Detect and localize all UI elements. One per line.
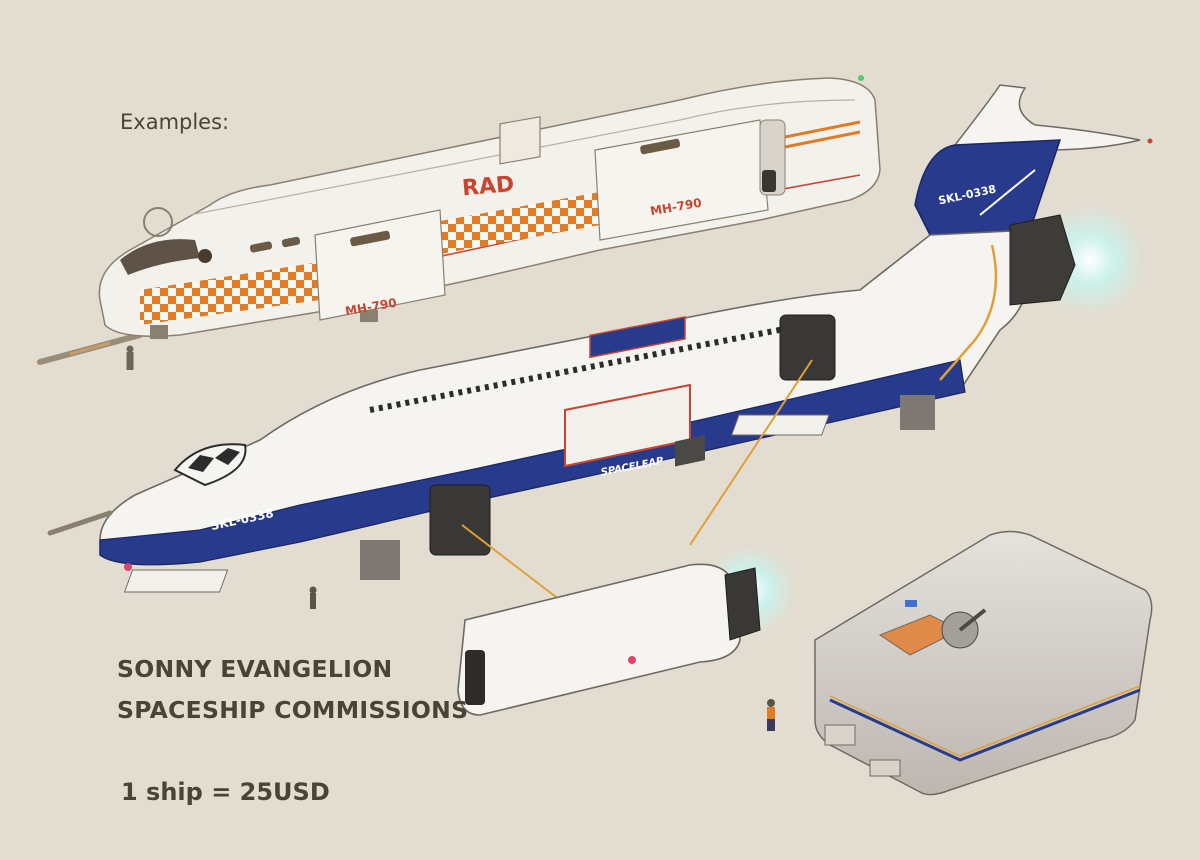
skl-ship: SKL-0338 SPACELEAP SKL-0338 <box>47 84 1153 593</box>
skl-landing-gear <box>123 395 935 593</box>
rad-window <box>249 241 273 253</box>
box-ship-foot <box>869 759 901 777</box>
skl-tail-light <box>1147 138 1153 144</box>
commission-title-line1: SONNY EVANGELION <box>117 655 393 683</box>
rad-window <box>281 236 301 248</box>
rad-window <box>640 138 681 155</box>
rad-engine-nozzle <box>762 170 776 192</box>
rad-cockpit-dome <box>143 207 173 237</box>
box-ship-foot <box>824 724 856 746</box>
pod-nozzle <box>724 567 761 641</box>
detail-pod <box>457 435 795 716</box>
rad-cockpit-window <box>120 239 200 275</box>
skl-cockpit-window <box>188 455 214 472</box>
pod-intake <box>465 650 485 705</box>
skl-tail-swoosh <box>979 169 1036 216</box>
rad-roof-line <box>189 99 856 216</box>
scale-figure <box>767 699 775 731</box>
skl-nose-probe <box>47 510 113 536</box>
skl-orange-trim <box>939 244 998 381</box>
commission-title-line2: SPACESHIP COMMISSIONS <box>117 696 469 724</box>
callout-line-rear <box>689 359 813 546</box>
box-ship-stripe <box>829 688 1141 762</box>
callout-line-front <box>461 524 561 601</box>
rad-nav-light <box>858 75 864 81</box>
rad-ship: RAD MH-790 MH-790 <box>37 75 881 365</box>
rad-landing-leg <box>150 325 168 339</box>
scale-figure <box>309 586 317 609</box>
rad-landing-leg <box>360 310 378 322</box>
rad-module-rear <box>594 119 769 241</box>
examples-label: Examples: <box>120 110 230 134</box>
skl-nav-light <box>124 563 132 571</box>
skl-nameplate <box>589 315 686 359</box>
box-ship <box>814 530 1153 796</box>
scale-figure <box>126 345 134 370</box>
rad-hatch <box>499 116 541 165</box>
skl-navy-belly <box>99 359 966 566</box>
pod-body <box>457 563 741 716</box>
pod-light <box>628 656 636 664</box>
box-ship-trim <box>829 685 1141 757</box>
pod-vent <box>675 435 705 467</box>
rad-probe-band <box>69 341 111 356</box>
rad-brand-decal: RAD <box>461 172 515 201</box>
box-ship-light-blue <box>905 600 917 607</box>
skl-rear-engine <box>1009 214 1076 306</box>
skl-tail-fin <box>953 84 1141 161</box>
skl-side-pod-rear <box>779 314 836 381</box>
rad-pilot-portrait <box>198 249 212 263</box>
rad-checker-mid <box>435 192 600 255</box>
skl-side-pod-front <box>429 484 491 556</box>
box-ship-turret-barrel <box>958 608 987 632</box>
skl-cockpit-window <box>215 448 240 465</box>
rad-window <box>350 230 391 247</box>
rad-checker-front <box>140 262 320 325</box>
price-label: 1 ship = 25USD <box>121 778 330 806</box>
rad-module-front <box>314 209 446 321</box>
box-ship-hull <box>814 530 1153 796</box>
